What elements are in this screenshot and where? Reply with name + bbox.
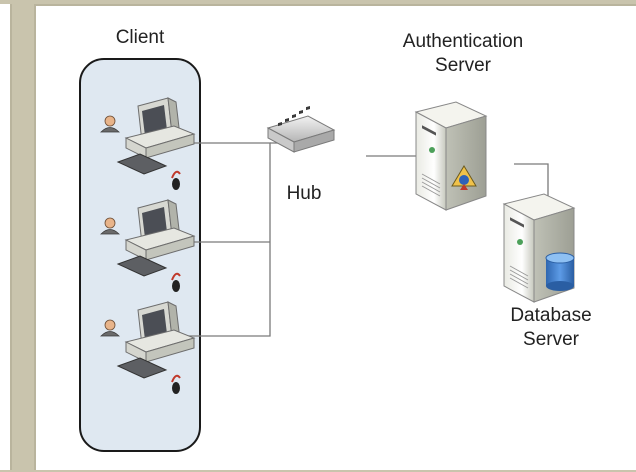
database-server-label-line1: Database <box>510 305 592 326</box>
connector-lines <box>174 142 549 337</box>
left-panel-edge <box>0 4 12 470</box>
hub-icon <box>266 105 336 153</box>
database-icon <box>545 252 575 291</box>
authentication-server-label-line1: Authentication <box>402 31 524 52</box>
certificate-icon <box>451 165 477 190</box>
server-icon <box>415 101 487 211</box>
network-diagram-panel: Client Hub Authentication Server Databas… <box>34 4 636 470</box>
authentication-server-label-line2: Server <box>435 55 491 76</box>
client-label: Client <box>115 27 165 48</box>
database-server-label-line2: Server <box>523 329 579 350</box>
authentication-server <box>415 101 487 211</box>
network-diagram <box>79 58 575 452</box>
database-server <box>503 193 575 303</box>
hub-label: Hub <box>286 183 322 204</box>
